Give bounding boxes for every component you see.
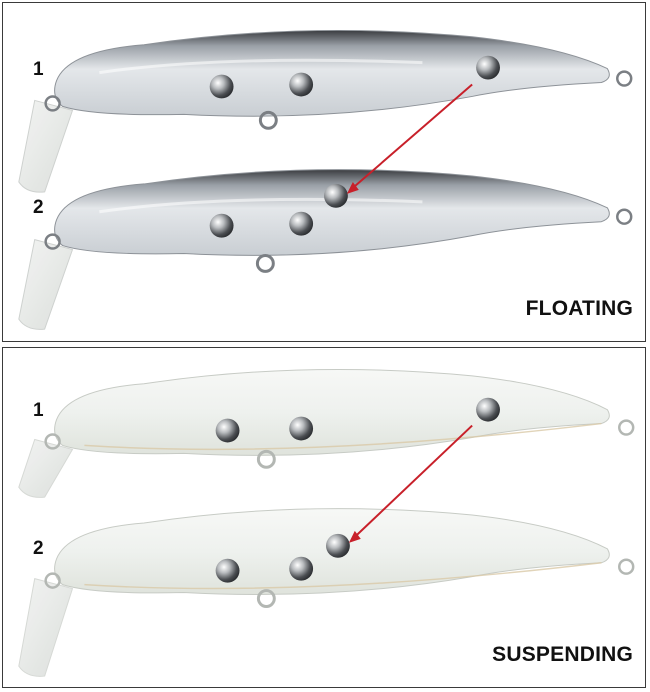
floating-lure-2 [18,169,633,330]
floating-lure-1 [18,29,633,193]
suspending-lure-2 [18,508,635,677]
suspending-panel: 1 2 SUSPENDING [2,347,646,688]
lure-number-label: 1 [33,400,44,421]
weight-shift-arrow [348,424,473,543]
lure-number-label: 2 [33,197,44,218]
floating-lures-image [18,29,633,330]
suspending-caption: SUSPENDING [492,643,633,666]
lure-number-label: 2 [33,538,44,559]
suspending-lure-1 [18,368,635,498]
floating-panel: 1 2 FLOATING [2,2,646,342]
floating-caption: FLOATING [525,297,633,320]
lure-number-label: 1 [33,59,44,80]
suspending-lures-image [18,368,635,677]
